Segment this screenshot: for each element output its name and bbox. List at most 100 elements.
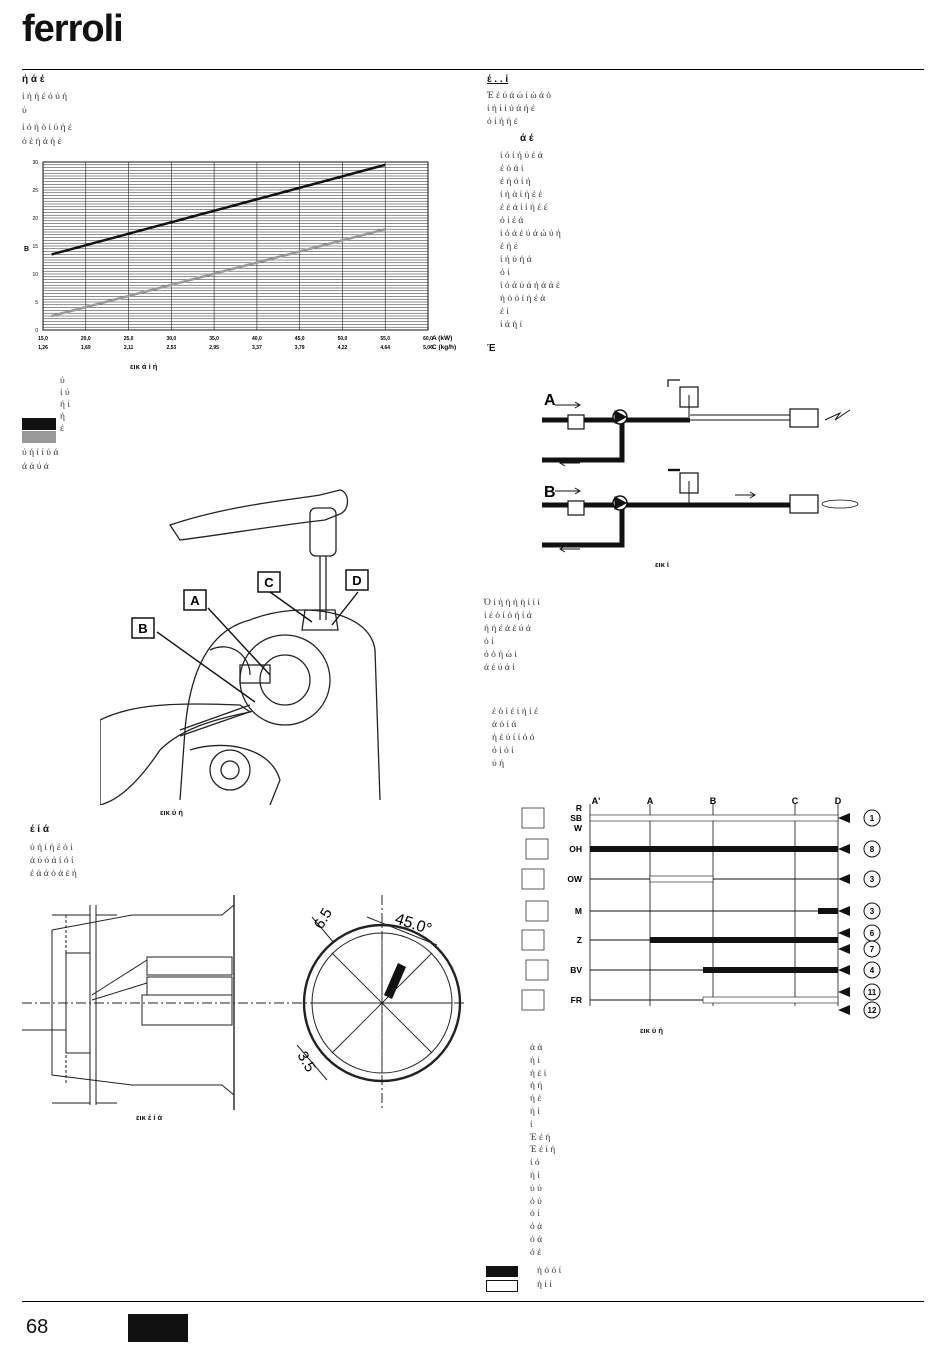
timing-row-label: R (576, 803, 582, 813)
photo-label-b: B (138, 621, 147, 636)
timing-badge: 6 (870, 929, 875, 938)
language-tab (128, 1314, 188, 1342)
timing-badge: 3 (870, 907, 875, 916)
left-para-4: ύ ή ί ή έ ό ί ά ύ ό ά ί ό ί έ ά ά ό ά έ … (30, 843, 77, 879)
right-intro: Έ έ ύ ά ώ ί ώ ά ό ί ή ί ί ύ ά ή έ ό ί ή … (487, 91, 552, 127)
x2-tick-label: 1,69 (81, 345, 91, 351)
timing-badge: 1 (870, 814, 875, 823)
timing-arrow (838, 844, 850, 854)
dim-caption: εικ έ ί ά (136, 1113, 163, 1122)
footer-rule (22, 1301, 924, 1302)
x2-tick-label: 1,26 (38, 345, 48, 351)
adjustment-photo: A B C D (100, 489, 381, 805)
timing-row-icon (525, 900, 549, 922)
timing-badge-circle (863, 870, 881, 888)
x-tick-label: 35,0 (209, 336, 219, 342)
x-axis-label: A (kW) (432, 335, 452, 342)
left-heading-1: ή ά έ (22, 74, 45, 85)
timing-badge: 12 (868, 1006, 877, 1015)
x2-tick-label: 5,06 (423, 345, 433, 351)
timing-badge-circle (863, 809, 881, 827)
x-tick-label: 40,0 (252, 336, 262, 342)
timing-list: ά ά ή ί ή έ ί ή ή ή έ ή ί ί Έ έ ή Έ έ ί … (530, 1043, 556, 1258)
timing-arrow (838, 874, 850, 884)
timing-col-label: A (647, 796, 654, 806)
timing-arrow (838, 928, 850, 938)
y-tick-label: 20 (32, 216, 38, 222)
timing-bar-bv (703, 967, 838, 973)
photo-label-d: D (352, 573, 361, 588)
x2-tick-label: 4,22 (338, 345, 348, 351)
left-para-1: ί ή ή έ ό ύ ή ύ (22, 92, 68, 116)
timing-badge: 11 (868, 988, 877, 997)
x2-tick-label: 3,79 (295, 345, 305, 351)
timing-row-label: OW (567, 874, 583, 884)
photo-label-d-box (345, 569, 369, 591)
dim-3-5: 3.5 (294, 1049, 319, 1076)
y-tick-label: 10 (32, 272, 38, 278)
timing-bar-oh (590, 846, 838, 852)
x-tick-label: 60,0 (423, 336, 433, 342)
timing-col-label: B (710, 796, 717, 806)
chart-series-1 (51, 163, 386, 256)
y-tick-label: 15 (32, 244, 38, 250)
timing-row-label: BV (570, 965, 582, 975)
chart-series-2 (51, 227, 386, 318)
x-tick-label: 30,0 (166, 336, 176, 342)
photo-label-a-box (183, 589, 207, 611)
dim-45: 45.0° (393, 911, 434, 939)
timing-row-icon (521, 868, 545, 890)
timing-row-label: FR (571, 995, 582, 1005)
hydraulic-caption: εικ ί (655, 560, 669, 569)
x-tick-label: 20,0 (81, 336, 91, 342)
timing-bar-z (650, 937, 838, 943)
photo-caption: εικ ύ ή (160, 808, 183, 817)
x-tick-label: 45,0 (295, 336, 305, 342)
photo-label-c: C (264, 575, 274, 590)
timing-row-icon (525, 838, 549, 860)
chart-legend-text: ύ ί ύ ή ί ή έ (60, 376, 70, 434)
right-note: Έ (487, 343, 496, 354)
x-tick-label: 25,0 (124, 336, 134, 342)
timing-col-label: A' (592, 796, 601, 806)
y-tick-label: 0 (35, 328, 38, 334)
right-heading-2: ά έ (520, 133, 534, 144)
timing-bar-ow (649, 875, 714, 883)
photo-label-a: A (190, 593, 200, 608)
legend-swatch-gray (22, 431, 56, 443)
x2-tick-label: 4,64 (380, 345, 390, 351)
header-rule (22, 69, 924, 70)
timing-arrow (838, 987, 850, 997)
timing-arrow (838, 813, 850, 823)
page-number: 68 (26, 1316, 49, 1338)
timing-row-label: SB (570, 813, 582, 823)
timing-badge-circle (863, 983, 881, 1001)
timing-legend-black (486, 1266, 518, 1277)
x2-tick-label: 2,53 (166, 345, 176, 351)
left-heading-2: έ ί ά (30, 824, 49, 835)
x-tick-label: 15,0 (38, 336, 48, 342)
x2-tick-label: 3,37 (252, 345, 262, 351)
timing-bar-fr (702, 996, 839, 1004)
chart-frame (42, 161, 429, 331)
timing-row-label: W (574, 823, 583, 833)
timing-legend-white (486, 1280, 518, 1292)
left-para-2: ί ό ή ό ί ύ ή έ ό έ ή ά ή έ (22, 123, 72, 147)
y-tick-label: 5 (35, 300, 38, 306)
timing-row-icon (521, 929, 545, 951)
x2-tick-label: 2,95 (209, 345, 219, 351)
timing-badge-circle (863, 961, 881, 979)
y-tick-label: 30 (32, 160, 38, 166)
timing-row-label: M (575, 906, 582, 916)
right-heading-1: έ . . ί (487, 74, 509, 85)
timing-badge: 8 (870, 845, 875, 854)
hydraulic-label-a: A (544, 392, 556, 409)
timing-badge-circle (863, 902, 881, 920)
timing-row-icon (521, 989, 545, 1011)
left-para-3: ύ ή ί ί ύ ά ά ά ύ ά (22, 448, 59, 472)
timing-caption: εικ ύ ή (640, 1026, 663, 1035)
timing-badge: 4 (870, 966, 875, 975)
x-tick-label: 50,0 (338, 336, 348, 342)
timing-arrow (838, 965, 850, 975)
